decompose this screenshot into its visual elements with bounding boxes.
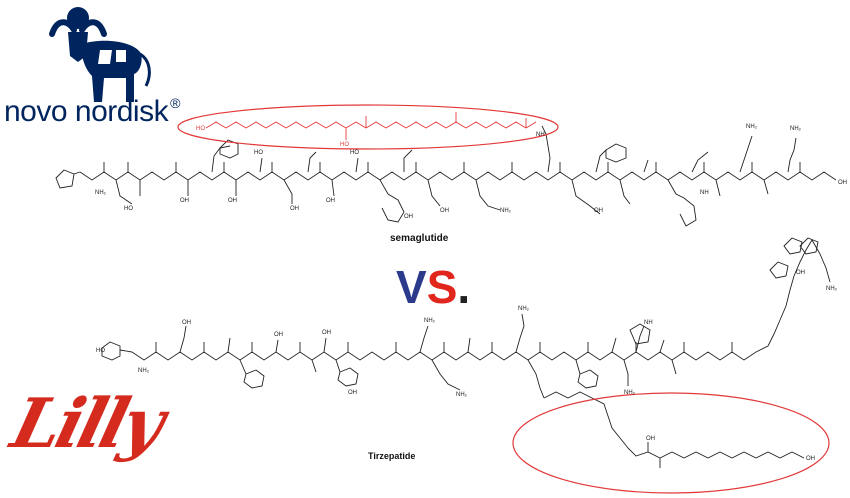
label-nh2: NH₂ [518, 306, 530, 312]
label-oh: OH [180, 198, 189, 204]
label-oh: OH [274, 332, 283, 338]
tirzepatide-fatty-acid-chain [543, 391, 805, 468]
label-ho: HO [350, 150, 359, 156]
semaglutide-backbone [79, 171, 837, 181]
label-oh: OH [182, 320, 191, 326]
label-oh: OH [594, 208, 603, 214]
versus-s: S [426, 261, 458, 313]
label-nh2: NH₂ [138, 368, 150, 374]
label-oh: OH [838, 180, 847, 186]
semaglutide-highlight-ellipse [177, 104, 559, 150]
versus-dot: . [457, 261, 471, 313]
label-ho: HO [124, 206, 133, 212]
label-nh2: NH₂ [456, 392, 468, 398]
label-ho: HO [96, 348, 105, 354]
trademark-symbol: ® [170, 95, 180, 111]
label-nh2: NH₂ [746, 124, 758, 130]
label-oh: OH [440, 208, 449, 214]
novo-nordisk-wordmark: novo nordisk® [4, 95, 180, 128]
versus-v: V [396, 261, 427, 313]
label-oh: OH [326, 198, 335, 204]
tirzepatide-label: Tirzepatide [368, 451, 416, 461]
label-nh2: NH₂ [826, 286, 838, 292]
semaglutide-label: semaglutide [390, 233, 449, 244]
label-oh: OH [646, 436, 655, 442]
label-nh: NH [536, 132, 545, 138]
label-nh: NH [644, 320, 653, 326]
label-oh: OH [796, 270, 805, 276]
label-nh2: NH₂ [500, 208, 512, 214]
label-ho-red: HO [340, 142, 349, 148]
tirzepatide-backbone [131, 351, 757, 361]
apis-bull-icon [49, 7, 151, 102]
label-oh: OH [404, 214, 413, 220]
versus-label: VS. [396, 262, 470, 312]
novo-nordisk-logo: novo nordisk® [0, 0, 190, 135]
label-nh: NH [700, 190, 709, 196]
label-nh2: NH₂ [95, 190, 107, 196]
carbonyl-ticks [103, 162, 801, 172]
label-oh: OH [806, 456, 815, 462]
label-oh: OH [348, 390, 357, 396]
label-ho: HO [254, 150, 263, 156]
label-oh: OH [228, 198, 237, 204]
semaglutide-fatty-acid-chain [205, 112, 537, 140]
label-nh2: NH₂ [424, 318, 436, 324]
label-oh: OH [322, 330, 331, 336]
label-oh: OH [290, 206, 299, 212]
label-ho-red: HO [196, 126, 205, 132]
label-nh2: NH₂ [624, 390, 636, 396]
tirzepatide-highlight-ellipse [512, 392, 830, 494]
label-nh2: NH₂ [790, 126, 802, 132]
imidazole-ring [55, 169, 75, 189]
